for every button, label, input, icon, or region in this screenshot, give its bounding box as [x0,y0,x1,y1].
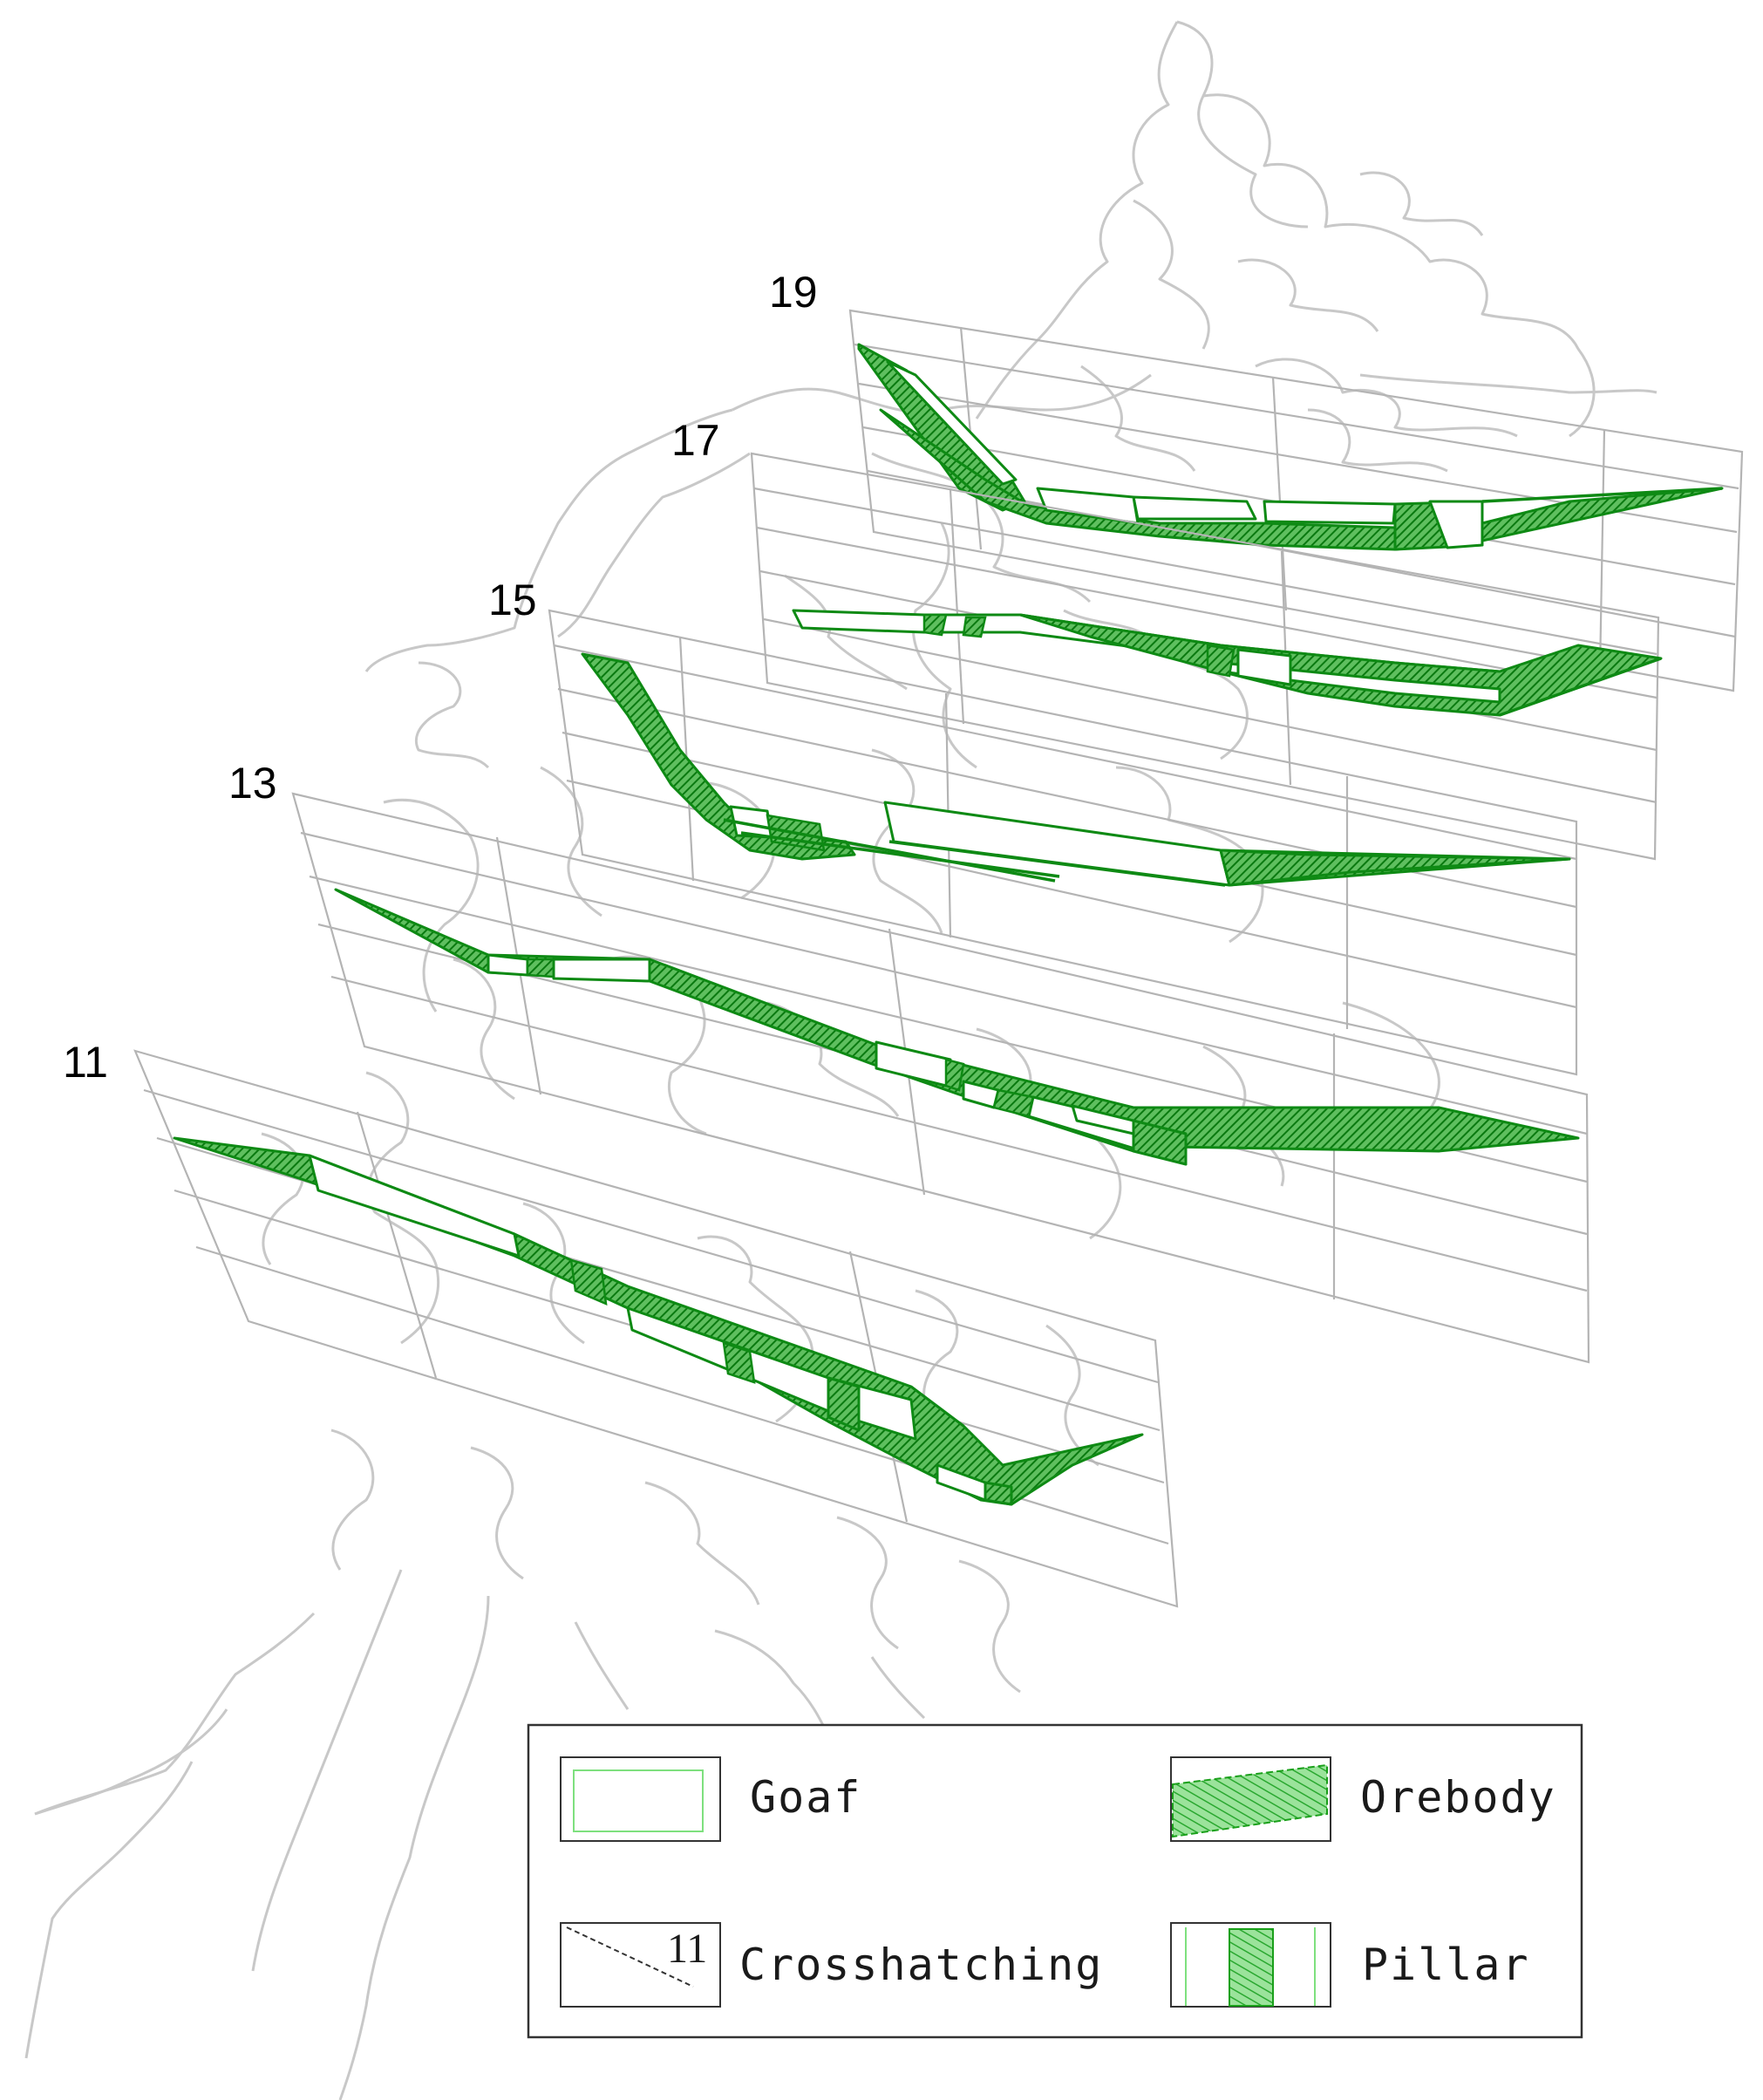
legend-crosshatching-label: Crosshatching [739,1940,1103,1990]
section-17: 17 [671,416,1663,861]
legend-item-pillar: Pillar [1170,1922,1530,2008]
legend-item-orebody: Orebody [1170,1756,1556,1842]
section-17-label: 17 [671,416,720,465]
legend: Goaf Orebody 11 Crosshatching Pillar [527,1723,1583,2039]
section-15: 15 [488,576,1578,1076]
section-17-orebody [792,609,1663,717]
section-15-label: 15 [488,576,537,624]
section-13: 13 [228,759,1590,1364]
section-11-label: 11 [63,1038,108,1087]
section-13-label: 13 [228,759,277,808]
section-11: 11 [63,1038,1179,1608]
section-11-orebody [173,1136,1144,1506]
section-15-orebody [581,652,1571,887]
legend-goaf-label: Goaf [750,1772,861,1823]
section-19-label: 19 [769,268,818,317]
legend-orebody-label: Orebody [1360,1772,1556,1823]
terrain-contours [24,20,1657,2100]
legend-crosshatching-number: 11 [667,1926,707,1972]
legend-item-crosshatching: 11 Crosshatching [560,1922,1103,2008]
section-13-orebody [334,888,1580,1166]
legend-pillar-label: Pillar [1362,1940,1530,1990]
legend-item-goaf: Goaf [560,1756,861,1842]
